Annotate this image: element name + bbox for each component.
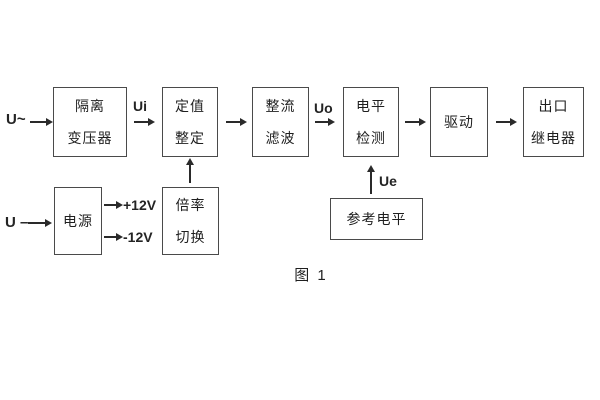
- block-label: 电源: [63, 213, 93, 229]
- arrow-u-dc-to-power: [28, 219, 52, 227]
- arrow-level-to-drive: [405, 118, 426, 126]
- figure-caption: 图 1: [294, 267, 328, 284]
- arrow-ratio-to-setting: [186, 158, 194, 183]
- block-label: 继电器: [531, 130, 576, 146]
- block-rectify-filter: 整流 滤波: [252, 87, 309, 157]
- arrow-power-plus-12v: [104, 201, 123, 209]
- block-ratio-switch: 倍率 切换: [162, 187, 219, 255]
- block-label: 驱动: [444, 114, 474, 130]
- block-label: 电平: [356, 98, 386, 114]
- block-drive: 驱动: [430, 87, 488, 157]
- block-label: 滤波: [265, 130, 296, 146]
- signal-label-uo: Uo: [314, 100, 333, 116]
- block-setting-adjustment: 定值 整定: [162, 87, 218, 157]
- arrow-ue-reference-to-level: [367, 165, 375, 194]
- signal-label-ue: Ue: [379, 173, 397, 189]
- signal-label-u-ac: U~: [6, 111, 26, 128]
- block-label: 切换: [175, 229, 206, 245]
- block-label: 倍率: [175, 197, 206, 213]
- arrow-u-ac-to-transformer: [30, 118, 53, 126]
- block-label: 定值: [175, 98, 205, 114]
- block-label: 整定: [175, 130, 205, 146]
- block-label: 隔离: [75, 98, 105, 114]
- block-level-detection: 电平 检测: [343, 87, 399, 157]
- arrow-ui-transformer-to-setting: [134, 118, 155, 126]
- block-label: 整流: [265, 98, 296, 114]
- block-label: 出口: [538, 98, 569, 114]
- arrow-uo-rectify-to-level: [315, 118, 335, 126]
- block-isolation-transformer: 隔离 变压器: [53, 87, 127, 157]
- block-label: 变压器: [67, 130, 113, 146]
- block-output-relay: 出口 继电器: [523, 87, 584, 157]
- arrow-power-minus-12v: [104, 233, 123, 241]
- signal-label-minus-12v: -12V: [123, 229, 153, 245]
- arrow-drive-to-relay: [496, 118, 517, 126]
- signal-label-ui: Ui: [133, 98, 147, 114]
- block-reference-level: 参考电平: [330, 198, 423, 240]
- block-label: 参考电平: [346, 211, 407, 227]
- signal-label-plus-12v: +12V: [123, 197, 157, 213]
- arrow-setting-to-rectify: [226, 118, 247, 126]
- block-power-supply: 电源: [54, 187, 102, 255]
- signal-label-u-dc: U –: [5, 214, 29, 231]
- block-label: 检测: [356, 130, 386, 146]
